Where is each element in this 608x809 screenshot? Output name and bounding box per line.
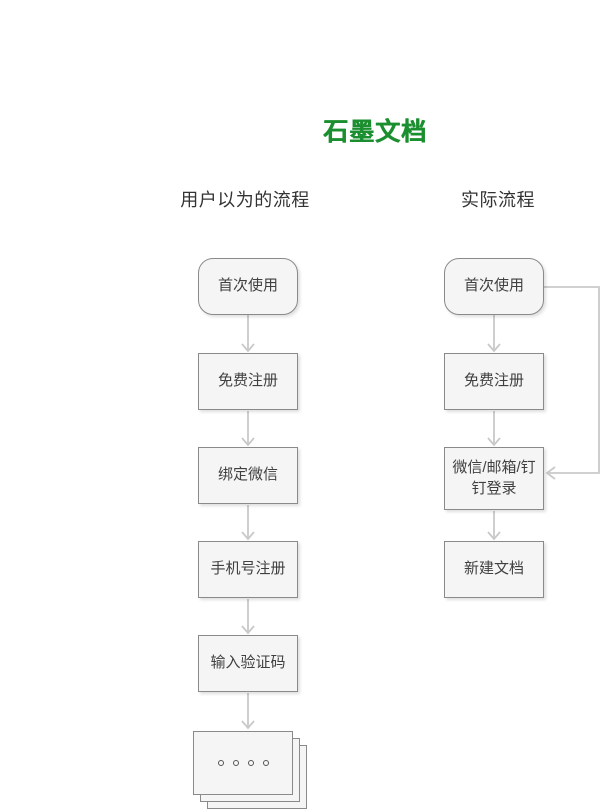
column-title-assumed-flow: 用户以为的流程 xyxy=(180,190,310,210)
node-phone-register: 手机号注册 xyxy=(198,541,298,598)
node-first-use: 首次使用 xyxy=(198,258,298,315)
node-login-methods: 微信/邮箱/钉钉登录 xyxy=(444,447,544,510)
node-free-register-actual: 免费注册 xyxy=(444,353,544,410)
node-first-use-actual: 首次使用 xyxy=(444,258,544,315)
ellipsis-dots xyxy=(217,760,269,766)
node-enter-code: 输入验证码 xyxy=(198,635,298,692)
column-title-actual-flow: 实际流程 xyxy=(461,190,535,210)
shimo-docs-logo: 石墨文档 xyxy=(323,118,428,146)
node-new-doc: 新建文档 xyxy=(444,541,544,598)
node-free-register: 免费注册 xyxy=(198,353,298,410)
more-steps-page-front xyxy=(193,731,293,795)
node-bind-wechat: 绑定微信 xyxy=(198,447,298,504)
